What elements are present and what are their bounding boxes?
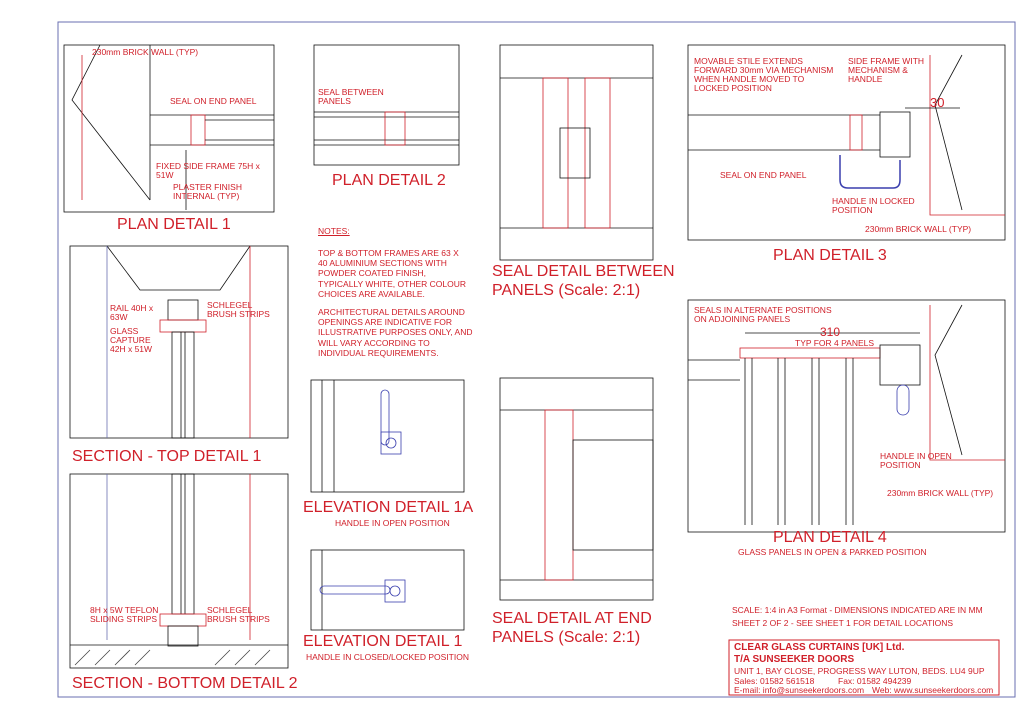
plan-detail-3-drawing [687, 44, 1006, 241]
plan-detail-1-drawing [63, 44, 275, 213]
section-top-1-drawing [69, 245, 289, 439]
seal-between-title: SEAL DETAIL BETWEEN PANELS (Scale: 2:1) [492, 263, 675, 300]
plan1-plaster-label: PLASTER FINISH INTERNAL (TYP) [173, 182, 242, 201]
seal-between-drawing [499, 44, 654, 261]
plan1-frame-label: FIXED SIDE FRAME 75H x 51W [156, 161, 260, 180]
section-bottom-2-drawing [69, 473, 289, 669]
elevation-1-drawing [310, 549, 465, 631]
plan1-seal-label: SEAL ON END PANEL [170, 96, 257, 106]
notes-heading: NOTES: [318, 226, 350, 236]
bottom2-title: SECTION - BOTTOM DETAIL 2 [72, 675, 298, 692]
plan4-title: PLAN DETAIL 4 [773, 529, 887, 546]
plan2-title: PLAN DETAIL 2 [332, 172, 446, 189]
company-name: CLEAR GLASS CURTAINS [UK] Ltd. [734, 642, 905, 653]
elev1a-title: ELEVATION DETAIL 1A [303, 499, 474, 516]
title-block-frame [728, 639, 1000, 696]
plan3-dim: 30 [930, 95, 945, 110]
plan4-subtitle: GLASS PANELS IN OPEN & PARKED POSITION [738, 547, 927, 557]
seal-end-title: SEAL DETAIL AT END PANELS (Scale: 2:1) [492, 610, 652, 647]
sales-phone: Sales: 01582 561518 [734, 676, 815, 686]
elev1a-subtitle: HANDLE IN OPEN POSITION [335, 518, 450, 528]
plan3-brick-label: 230mm BRICK WALL (TYP) [865, 224, 972, 234]
top1-glass-label: GLASS CAPTURE 42H x 51W [110, 326, 153, 354]
plan1-title: PLAN DETAIL 1 [117, 216, 231, 233]
plan3-title: PLAN DETAIL 3 [773, 247, 887, 264]
scale-note-line2: SHEET 2 OF 2 - SEE SHEET 1 FOR DETAIL LO… [732, 618, 954, 628]
plan3-seal-label: SEAL ON END PANEL [720, 170, 807, 180]
email-link[interactable]: E-mail: info@sunseekerdoors.com [734, 685, 865, 695]
top1-title: SECTION - TOP DETAIL 1 [72, 448, 262, 465]
plan4-seals-label: SEALS IN ALTERNATE POSITIONS ON ADJOININ… [694, 305, 832, 324]
trading-name: T/A SUNSEEKER DOORS [734, 654, 855, 665]
plan4-dim: 310 [820, 325, 841, 339]
plan3-side-label: SIDE FRAME WITH MECHANISM & HANDLE [848, 56, 925, 84]
top1-brush-label: SCHLEGEL BRUSH STRIPS [207, 300, 270, 319]
fax-number: Fax: 01582 494239 [838, 676, 912, 686]
elev1-title: ELEVATION DETAIL 1 [303, 633, 463, 650]
plan3-stile-label: MOVABLE STILE EXTENDS FORWARD 30mm VIA M… [694, 56, 834, 93]
seal-end-drawing [499, 377, 654, 601]
notes-p1: TOP & BOTTOM FRAMES ARE 63 X 40 ALUMINIU… [318, 248, 466, 299]
plan-detail-2-drawing [313, 44, 460, 166]
bottom2-teflon-label: 8H x 5W TEFLON SLIDING STRIPS [90, 605, 159, 624]
plan4-typ-label: TYP FOR 4 PANELS [795, 338, 875, 348]
plan4-brick-label: 230mm BRICK WALL (TYP) [887, 488, 994, 498]
website-link[interactable]: Web: www.sunseekerdoors.com [872, 685, 994, 695]
plan2-seal-label: SEAL BETWEEN PANELS [318, 87, 384, 106]
company-address: UNIT 1, BAY CLOSE, PROGRESS WAY LUTON, B… [734, 666, 985, 676]
bottom2-brush-label: SCHLEGEL BRUSH STRIPS [207, 605, 270, 624]
notes-p2: ARCHITECTURAL DETAILS AROUND OPENINGS AR… [318, 307, 473, 358]
plan3-handle-label: HANDLE IN LOCKED POSITION [832, 196, 915, 215]
elevation-1a-drawing [310, 379, 465, 493]
scale-note-line1: SCALE: 1:4 in A3 Format - DIMENSIONS IND… [732, 605, 983, 615]
top1-rail-label: RAIL 40H x 63W [110, 303, 154, 322]
plan1-brick-label: 230mm BRICK WALL (TYP) [92, 47, 199, 57]
elev1-subtitle: HANDLE IN CLOSED/LOCKED POSITION [306, 652, 469, 662]
plan-detail-4-drawing [687, 299, 1006, 533]
plan4-handle-label: HANDLE IN OPEN POSITION [880, 451, 952, 470]
